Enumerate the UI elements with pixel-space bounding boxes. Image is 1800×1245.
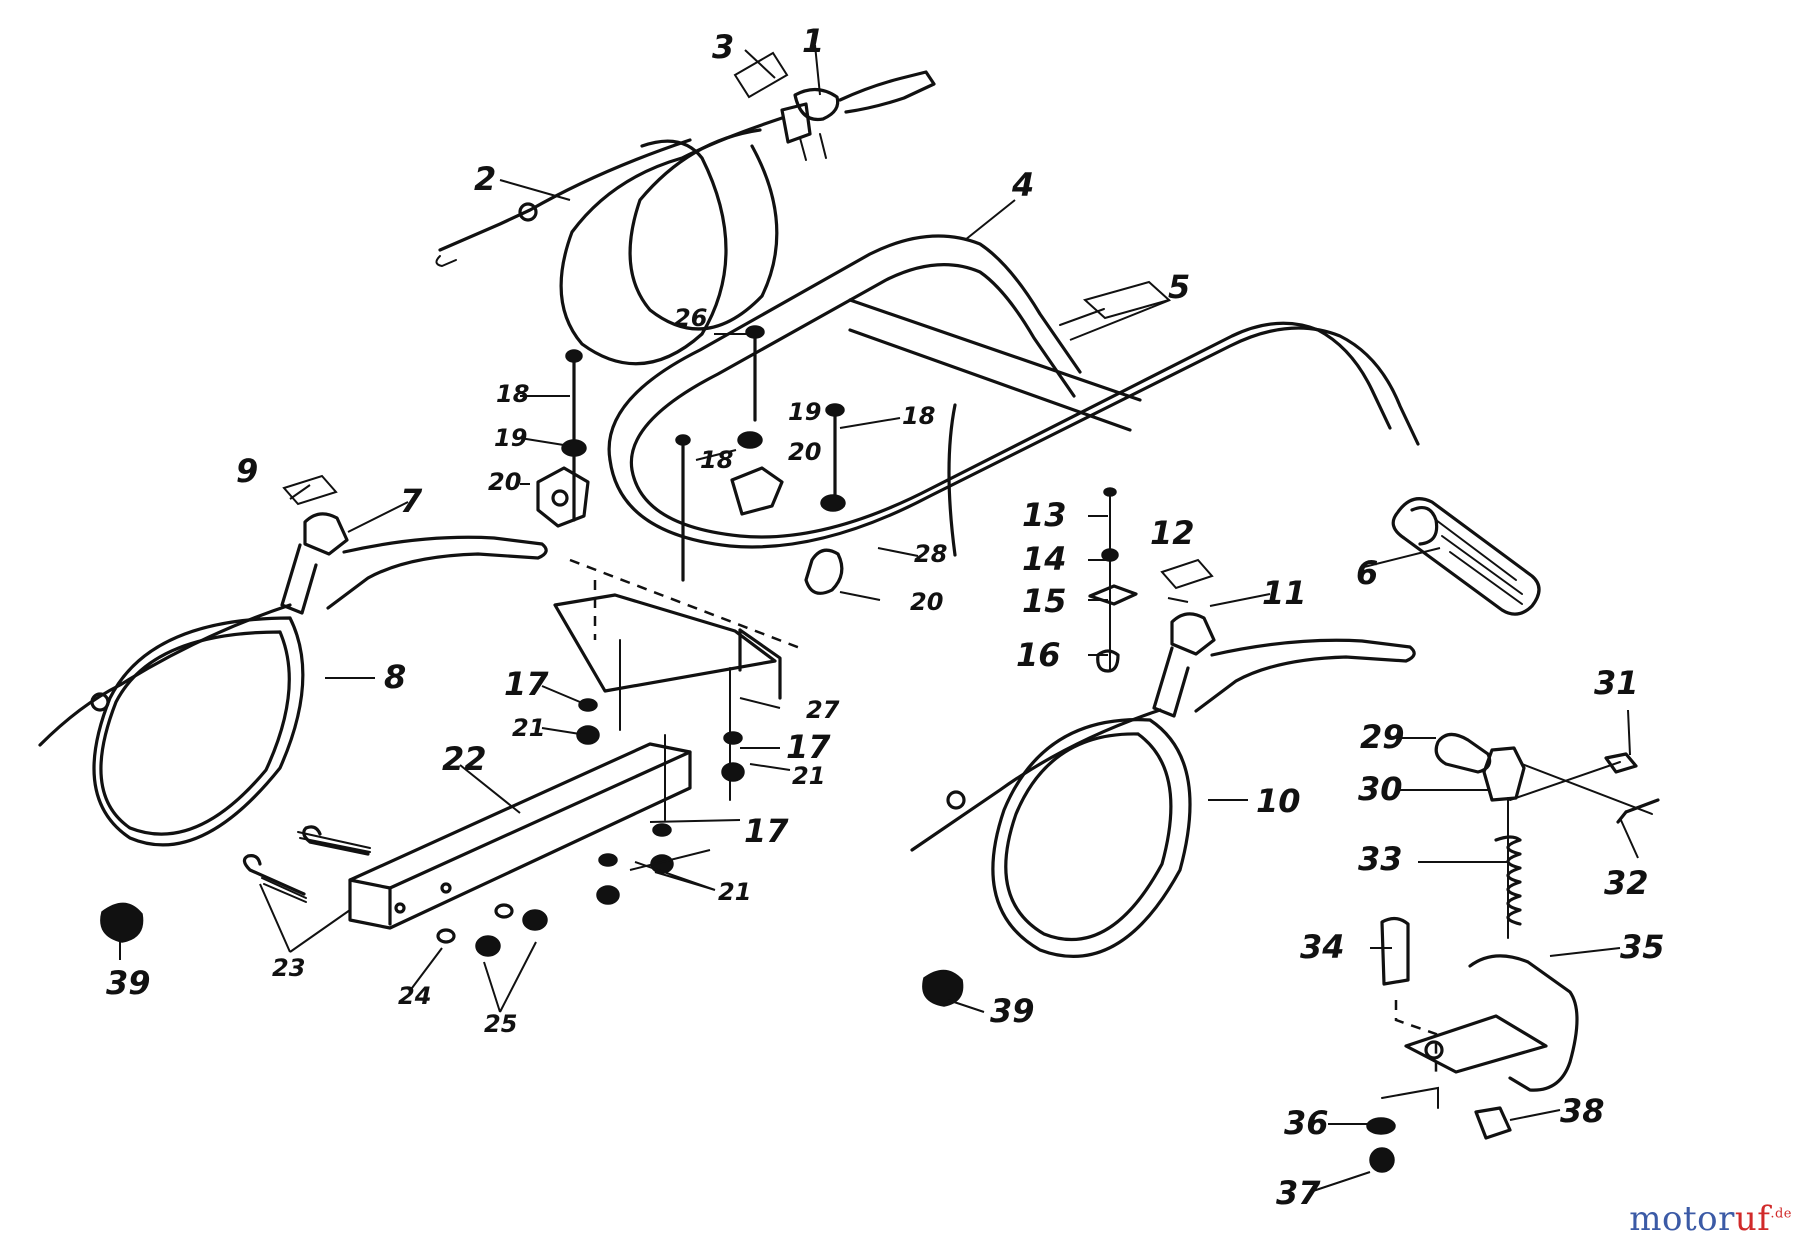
- mounting-hardware: [536, 325, 957, 905]
- watermark-tld: .de: [1770, 1206, 1792, 1222]
- callout-34: 34: [1300, 928, 1345, 966]
- callout-39b: 39: [990, 992, 1035, 1030]
- callout-29: 29: [1360, 718, 1405, 756]
- callout-6: 6: [1356, 554, 1378, 592]
- callout-32: 32: [1604, 864, 1649, 902]
- callout-20b: 20: [788, 438, 821, 466]
- callout-37: 37: [1276, 1174, 1321, 1212]
- callout-18a: 18: [496, 380, 529, 408]
- callout-31: 31: [1594, 664, 1639, 702]
- callout-23: 23: [272, 954, 305, 982]
- callout-11: 11: [1262, 574, 1307, 612]
- callout-17a: 17: [504, 665, 549, 703]
- left-brake-assembly: [38, 474, 548, 847]
- callout-35: 35: [1620, 928, 1665, 966]
- callout-30: 30: [1358, 770, 1403, 808]
- callout-22: 22: [442, 740, 487, 778]
- callout-28: 28: [914, 540, 947, 568]
- callout-18b: 18: [700, 446, 733, 474]
- callout-16: 16: [1016, 636, 1061, 674]
- callout-13: 13: [1022, 496, 1067, 534]
- callout-17b: 17: [786, 728, 831, 766]
- callout-21b: 21: [792, 762, 825, 790]
- callout-12: 12: [1150, 514, 1195, 552]
- callout-33: 33: [1358, 840, 1403, 878]
- callout-3: 3: [712, 28, 734, 66]
- callout-8: 8: [384, 658, 406, 696]
- callout-18c: 18: [902, 402, 935, 430]
- callout-1: 1: [802, 22, 824, 60]
- callout-25: 25: [484, 1010, 517, 1038]
- callout-26: 26: [674, 304, 707, 332]
- callout-15: 15: [1022, 582, 1067, 620]
- callout-21a: 21: [512, 714, 545, 742]
- callout-19b: 19: [788, 398, 821, 426]
- right-brake-assembly: [910, 487, 1416, 959]
- watermark-brand-main: motor: [1629, 1199, 1735, 1239]
- callout-24: 24: [398, 982, 431, 1010]
- callout-9: 9: [236, 452, 258, 490]
- callout-5: 5: [1168, 268, 1190, 306]
- handlebar: [607, 234, 1541, 616]
- callout-20c: 20: [910, 588, 943, 616]
- callout-36: 36: [1284, 1104, 1329, 1142]
- callout-39a: 39: [106, 964, 151, 1002]
- leader-lines: [119, 44, 1639, 1193]
- callout-2: 2: [474, 160, 496, 198]
- callout-21c: 21: [718, 878, 751, 906]
- clamp-assembly: [1366, 732, 1660, 1173]
- throttle-assembly: [435, 51, 936, 366]
- callout-7: 7: [400, 482, 423, 520]
- callout-38: 38: [1560, 1092, 1605, 1130]
- nuts: [100, 902, 964, 1007]
- callout-19a: 19: [494, 424, 527, 452]
- watermark-brand-accent: uf: [1734, 1199, 1771, 1239]
- callout-4: 4: [1011, 166, 1034, 204]
- callout-17c: 17: [744, 812, 789, 850]
- callouts: 1 2 3 4 5 6 7 8 9 10 11 12 13 14 15 16 1…: [106, 22, 1665, 1212]
- cross-bar: [242, 742, 692, 957]
- callout-27: 27: [806, 696, 840, 724]
- watermark-logo: motoruf.de: [1629, 1199, 1792, 1239]
- callout-10: 10: [1256, 782, 1301, 820]
- callout-20a: 20: [488, 468, 521, 496]
- callout-14: 14: [1022, 540, 1067, 578]
